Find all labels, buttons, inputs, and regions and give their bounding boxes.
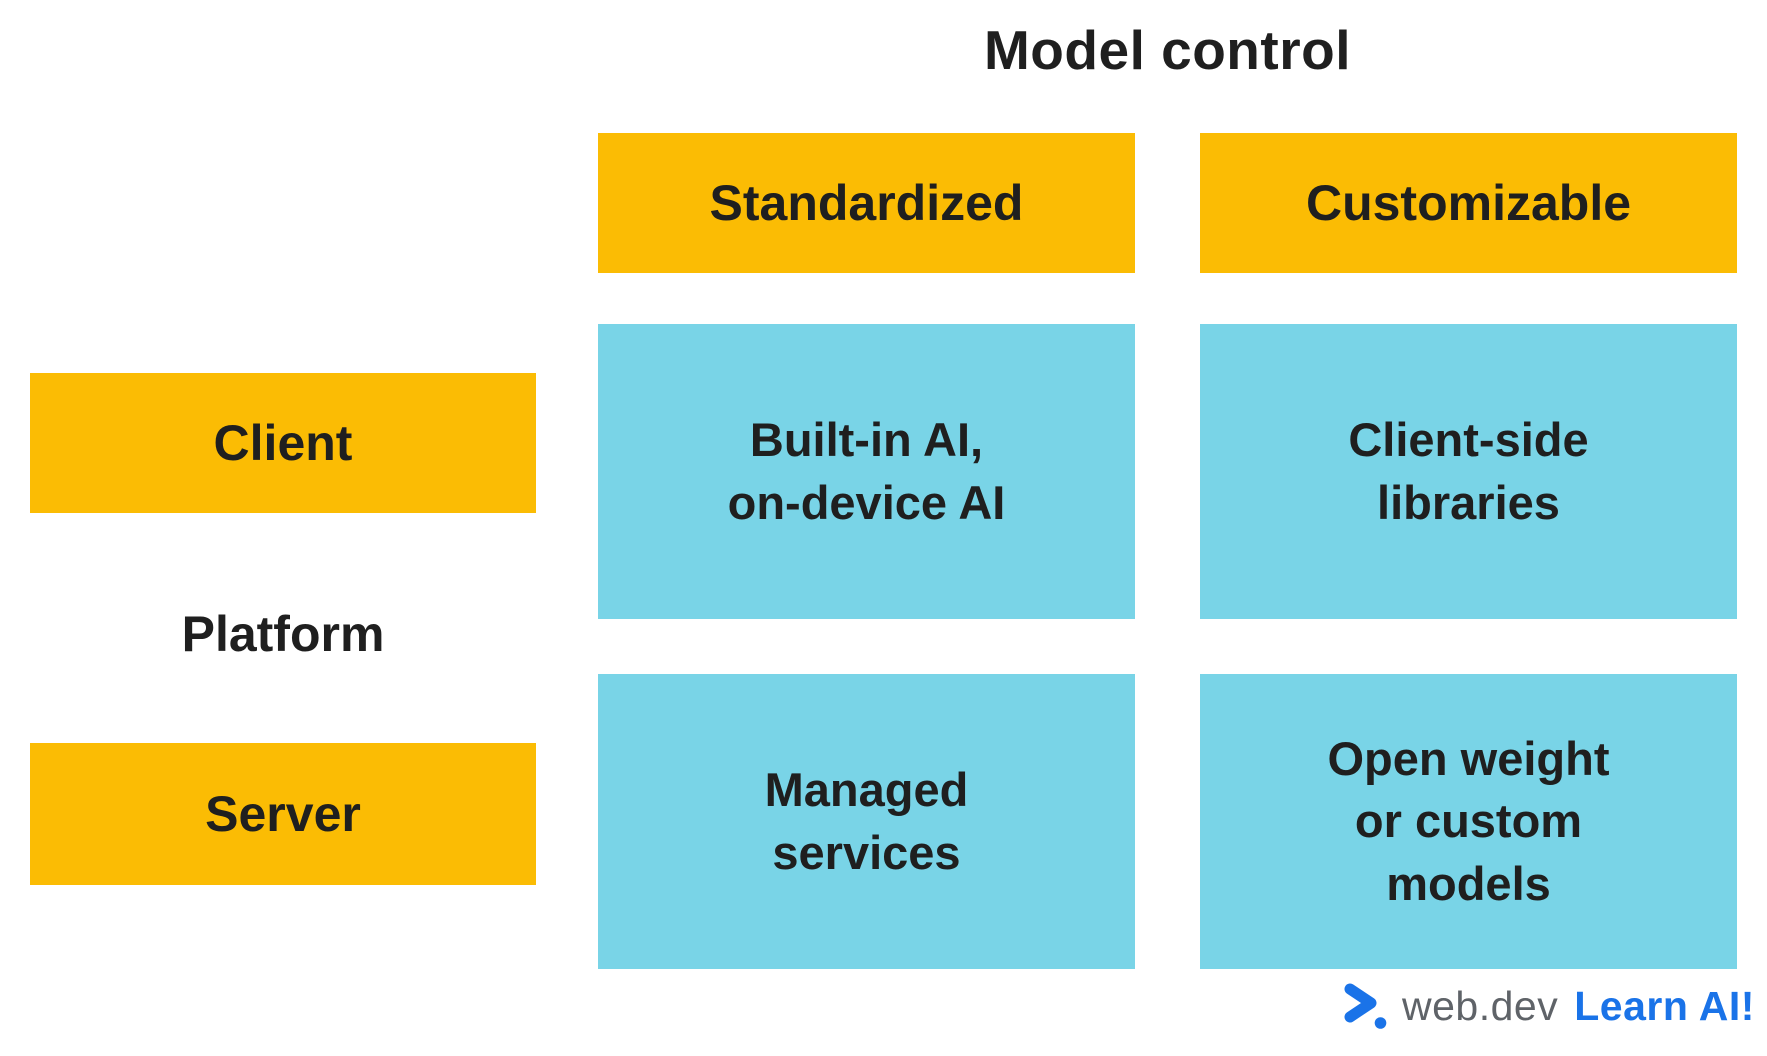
row-header-client: Client <box>30 373 536 513</box>
learn-ai-label: Learn AI! <box>1574 982 1755 1029</box>
column-axis-title: Model control <box>983 19 1352 81</box>
row-axis-label-platform: Platform <box>181 606 385 662</box>
footer-logo: web.dev Learn AI! <box>1342 978 1755 1034</box>
web-dev-wordmark: web.dev <box>1402 982 1559 1029</box>
cell-client-customizable: Client-side libraries <box>1200 324 1737 619</box>
cell-server-standardized: Managed services <box>598 674 1135 969</box>
web-dev-logo-icon <box>1344 983 1387 1029</box>
cell-server-customizable: Open weight or custom models <box>1200 674 1737 969</box>
row-header-server: Server <box>30 743 536 885</box>
column-header-standardized: Standardized <box>598 133 1135 273</box>
cell-client-standardized: Built-in AI, on-device AI <box>598 324 1135 619</box>
column-header-customizable: Customizable <box>1200 133 1737 273</box>
